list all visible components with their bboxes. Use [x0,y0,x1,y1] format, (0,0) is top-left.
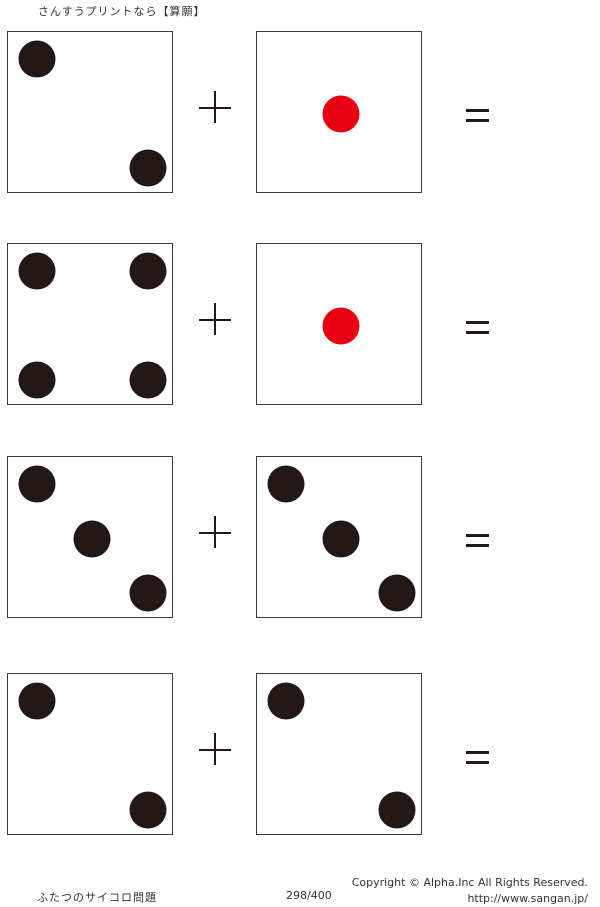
copyright-text: Copyright © Alpha.Inc All Rights Reserve… [351,876,588,889]
left-die [7,673,173,835]
right-die [256,673,422,835]
pip-icon [129,252,167,290]
red-pip-icon [322,307,360,345]
problem-row [0,243,600,408]
right-die [256,456,422,618]
pip-icon [322,520,360,558]
problem-row [0,673,600,838]
pip-icon [18,252,56,290]
site-header: さんすうプリントなら【算願】 [38,5,206,18]
pip-icon [18,361,56,399]
left-die [7,456,173,618]
left-die [7,31,173,193]
page-number: 298/400 [286,889,332,902]
right-die [256,243,422,405]
left-die [7,243,173,405]
pip-icon [378,791,416,829]
right-die [256,31,422,193]
footer-credits: Copyright © Alpha.Inc All Rights Reserve… [352,875,588,907]
pip-icon [18,465,56,503]
worksheet-title: ふたつのサイコロ問題 [37,891,157,904]
problem-row [0,456,600,621]
pip-icon [129,149,167,187]
pip-icon [129,791,167,829]
pip-icon [18,682,56,720]
site-url: http://www.sangan.jp/ [467,892,588,905]
pip-icon [129,574,167,612]
red-pip-icon [322,95,360,133]
pip-icon [73,520,111,558]
pip-icon [18,40,56,78]
pip-icon [378,574,416,612]
pip-icon [267,465,305,503]
pip-icon [129,361,167,399]
problem-row [0,31,600,196]
pip-icon [267,682,305,720]
